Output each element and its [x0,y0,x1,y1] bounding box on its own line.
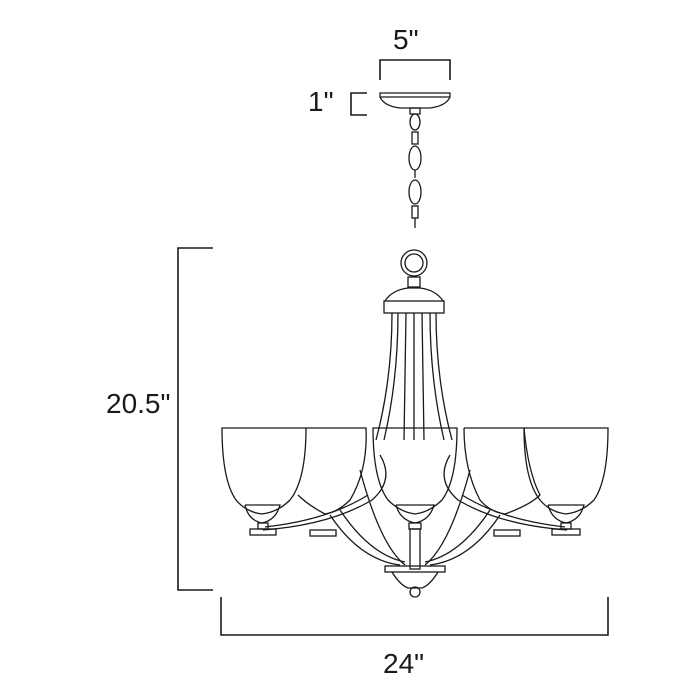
chain [408,113,422,228]
shade-inner-left [297,427,367,537]
shade-center [372,427,458,570]
shade-far-left [221,427,307,536]
height-bracket [177,247,213,591]
bottom-finial [384,565,446,598]
canopy [379,92,451,115]
fixture-stem-ribs [375,312,453,441]
canopy-height-label: 1" [308,86,334,117]
canopy-width-bracket [379,59,451,80]
width-bracket [220,597,609,636]
canopy-width-label: 5" [393,24,419,55]
fixture-height-label: 20.5" [106,388,171,419]
fixture-top [383,249,445,314]
fixture-arms [262,454,568,566]
canopy-height-bracket [350,92,367,116]
fixture-width-label: 24" [383,648,425,679]
shade-far-right [523,427,609,536]
shade-inner-right [463,427,541,537]
